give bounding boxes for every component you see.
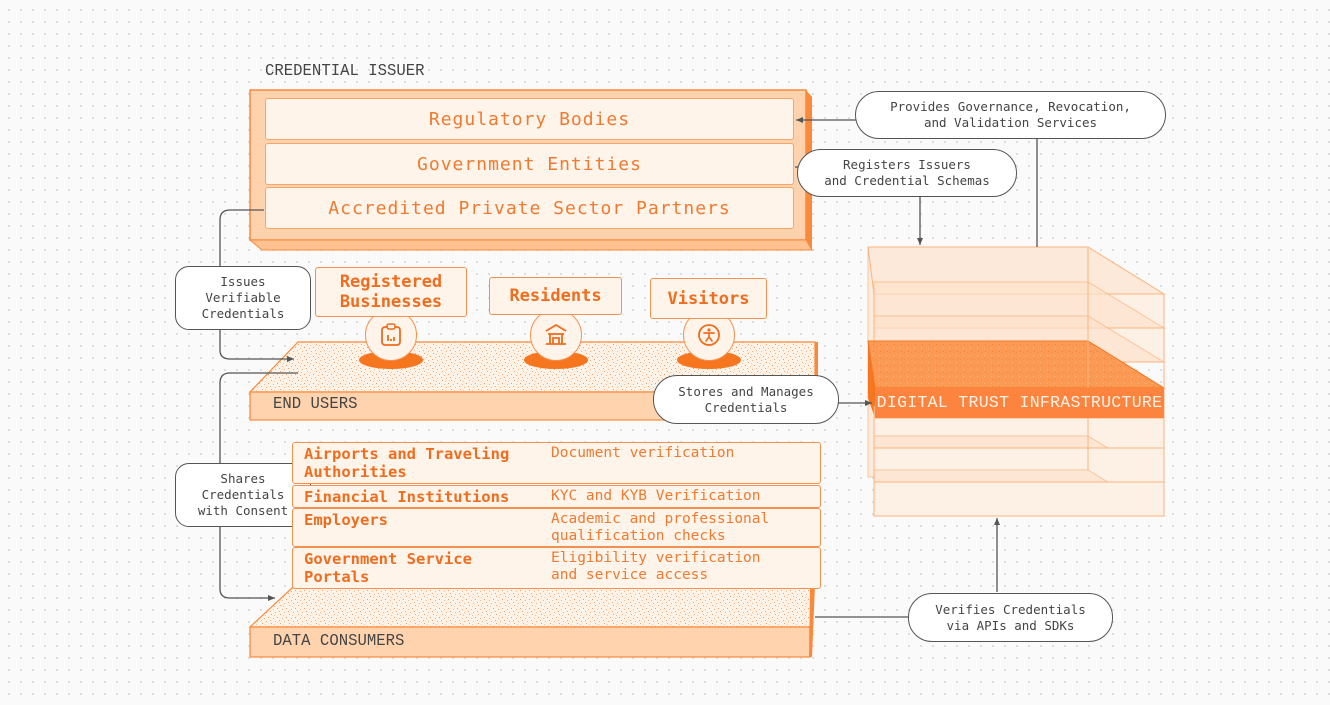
credential-issuer-title: CREDENTIAL ISSUER <box>265 62 425 81</box>
issuer-row-private-sector-partners[interactable]: Accredited Private Sector Partners <box>265 187 794 229</box>
connector-issuer-to-issues <box>219 209 264 268</box>
data-consumers-slab <box>248 585 815 658</box>
registered-businesses-label[interactable]: Registered Businesses <box>315 267 467 317</box>
stores-credentials-bubble: Stores and Manages Credentials <box>653 375 839 424</box>
visitors-label[interactable]: Visitors <box>650 278 767 319</box>
shares-credentials-bubble: Shares Credentials with Consent <box>175 463 311 527</box>
digital-trust-stack <box>867 246 1166 517</box>
connector-lines <box>219 117 1038 618</box>
consumer-row-airports[interactable]: Airports and Traveling Authorities Docum… <box>292 442 821 484</box>
accessibility-person-icon <box>698 324 720 346</box>
data-consumers-slab-top <box>248 587 813 628</box>
consumer-row-financial-institutions[interactable]: Financial Institutions KYC and KYB Verif… <box>292 485 821 508</box>
trust-layer <box>873 405 1166 517</box>
connector-issues-to-end-users <box>219 330 294 362</box>
data-consumers-slab-front <box>249 626 811 658</box>
governance-bubble: Provides Governance, Revocation, and Val… <box>855 91 1166 139</box>
consumer-name: Financial Institutions <box>304 488 510 506</box>
consumer-row-employers[interactable]: Employers Academic and professional qual… <box>292 508 821 547</box>
digital-trust-infrastructure-label[interactable]: DIGITAL TRUST INFRASTRUCTURE <box>875 388 1164 418</box>
data-consumers-title: DATA CONSUMERS <box>273 632 405 651</box>
consumer-name: Employers <box>304 511 388 529</box>
connector-end-users-to-shares <box>219 372 298 463</box>
issuer-row-regulatory-bodies[interactable]: Regulatory Bodies <box>265 98 794 140</box>
consumer-name: Airports and Traveling Authorities <box>304 445 510 481</box>
registered-businesses-circle <box>365 309 417 361</box>
connector-shares-to-consumers <box>219 527 275 601</box>
consumer-description: Eligibility verification and service acc… <box>551 550 761 583</box>
registers-bubble: Registers Issuers and Credential Schemas <box>797 149 1017 197</box>
end-users-title: END USERS <box>273 395 358 414</box>
consumer-description: Document verification <box>551 445 735 461</box>
residents-label[interactable]: Residents <box>489 277 622 315</box>
residents-circle <box>530 309 582 361</box>
issuer-block-bottom <box>248 239 813 251</box>
consumer-description: KYC and KYB Verification <box>551 488 761 504</box>
pagoda-home-icon <box>545 324 567 345</box>
clipboard-chart-icon <box>381 323 401 346</box>
issuer-row-government-entities[interactable]: Government Entities <box>265 143 794 185</box>
verifies-credentials-bubble: Verifies Credentials via APIs and SDKs <box>908 593 1113 642</box>
consumer-row-government-portals[interactable]: Government Service Portals Eligibility v… <box>292 547 821 589</box>
consumer-description: Academic and professional qualification … <box>551 511 770 544</box>
consumer-name: Government Service Portals <box>304 550 472 586</box>
issues-credentials-bubble: Issues Verifiable Credentials <box>175 266 311 330</box>
